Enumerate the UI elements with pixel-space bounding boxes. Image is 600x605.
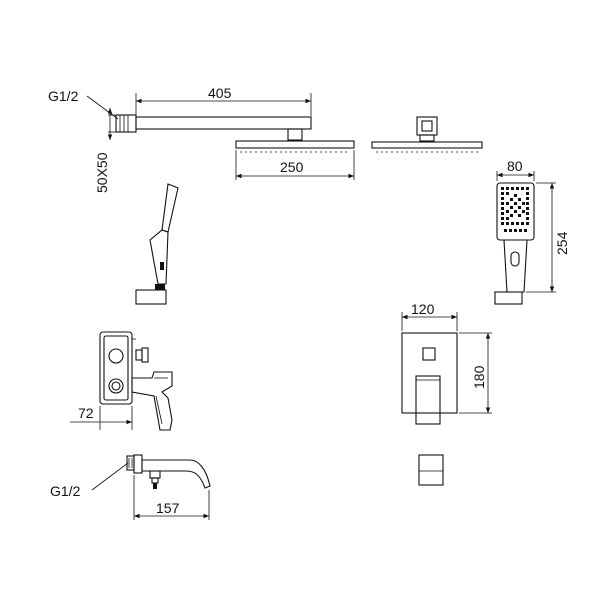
- diverter-knob: [422, 347, 436, 361]
- plate-width-label: 120: [411, 301, 435, 317]
- hand-shower-handle-front: [503, 239, 528, 293]
- rain-head-front: [371, 141, 483, 149]
- thread-label-top: G1/2: [48, 88, 79, 104]
- arm-length-label: 405: [208, 85, 232, 101]
- plate-height-label: 180: [471, 365, 487, 389]
- spray-nozzle-grid: [501, 187, 529, 232]
- holder-base: [135, 289, 167, 305]
- thread-leader-bottom: [91, 462, 129, 491]
- hand-shower-head-side: [161, 183, 179, 233]
- spout-length-label: 157: [156, 500, 180, 516]
- rain-head-front-view: [371, 116, 483, 153]
- spout-wall-flange: [133, 454, 143, 474]
- spout-side-view: G1/2 157: [50, 454, 211, 520]
- hand-width-label: 80: [507, 158, 523, 174]
- hand-shower-side-view: [135, 183, 179, 305]
- shower-arm-side-view: G1/2 405 50X50 250: [48, 85, 355, 193]
- valve-plate-front-view: 120 180: [401, 301, 492, 425]
- arm-end-front: [416, 116, 438, 136]
- hand-shower-handle-side: [149, 229, 169, 285]
- wall-flange: [115, 114, 137, 133]
- valve-port-lower: [108, 378, 124, 394]
- spout-body: [141, 459, 211, 489]
- handle-button: [510, 251, 520, 267]
- mixer-lever-front: [415, 375, 441, 425]
- arm-section-label: 50X50: [94, 152, 110, 193]
- spout-inlet: [126, 455, 135, 471]
- holder-base-front: [494, 291, 523, 305]
- head-width-label: 250: [280, 159, 304, 175]
- hand-shower-front-view: 80 254: [494, 158, 570, 305]
- spout-diverter: [149, 470, 161, 479]
- hand-length-label: 254: [554, 231, 570, 255]
- mixer-lever: [131, 371, 173, 431]
- valve-box-side: [99, 331, 133, 405]
- shower-arm: [135, 116, 312, 130]
- arm-connector: [287, 128, 303, 141]
- thread-label-bottom: G1/2: [50, 483, 81, 499]
- concealed-valve-side-view: 72: [70, 331, 173, 431]
- valve-depth-label: 72: [78, 405, 94, 421]
- wall-plate-front: [401, 332, 458, 414]
- thread-leader-top: [86, 95, 119, 120]
- spout-front: [418, 454, 444, 486]
- rain-head-side: [235, 140, 355, 149]
- spout-front-view: [418, 454, 444, 486]
- valve-port-upper: [108, 348, 124, 364]
